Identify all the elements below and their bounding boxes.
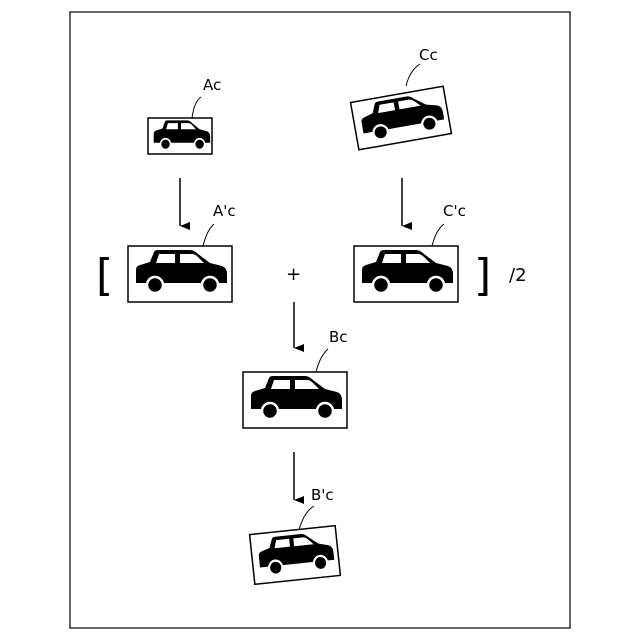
car-image-b-prime-c — [250, 526, 341, 585]
leader-line-bc — [316, 349, 328, 372]
bracket-close: ] — [474, 250, 491, 301]
car-image-c-prime-c — [354, 246, 458, 302]
car-image-cc — [351, 86, 452, 150]
label-bc: Bc — [329, 328, 348, 346]
leader-line-ac — [192, 97, 201, 118]
label-c-prime-c: C'c — [443, 202, 466, 220]
plus-operator: + — [286, 264, 301, 285]
label-ac: Ac — [203, 76, 221, 94]
leader-line-c-prime-c — [432, 224, 444, 246]
car-image-ac — [148, 118, 212, 154]
bracket-open: [ — [96, 250, 113, 301]
label-b-prime-c: B'c — [311, 486, 334, 504]
car-image-a-prime-c — [128, 246, 232, 302]
leader-line-cc — [406, 64, 420, 86]
divide-by-two: /2 — [509, 265, 527, 286]
label-a-prime-c: A'c — [213, 202, 236, 220]
leader-line-a-prime-c — [203, 224, 214, 246]
label-cc: Cc — [419, 46, 438, 64]
car-image-bc — [243, 372, 347, 428]
leader-line-b-prime-c — [299, 506, 314, 530]
